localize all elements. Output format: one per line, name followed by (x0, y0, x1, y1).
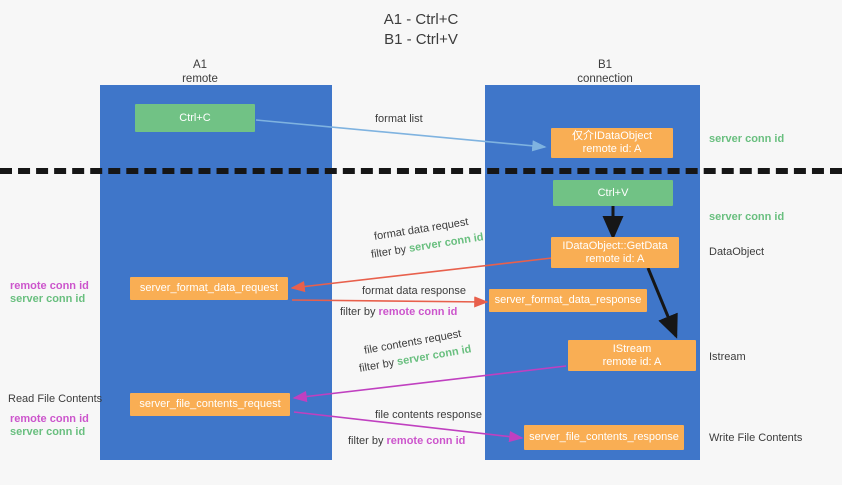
page-title: A1 - Ctrl+C B1 - Ctrl+V (0, 10, 842, 50)
box-idataobject[interactable]: 仅介IDataObject remote id: A (551, 128, 673, 158)
column-header-a1: A1 remote (140, 58, 260, 86)
box-server-file-contents-request[interactable]: server_file_contents_request (130, 393, 290, 416)
box-server-format-data-request[interactable]: server_format_data_request (130, 277, 288, 300)
label-file-contents-response: file contents response (375, 409, 483, 421)
box-server-file-contents-response-label: server_file_contents_response (529, 431, 679, 443)
box-server-file-contents-response[interactable]: server_file_contents_response (524, 425, 684, 450)
annotation-read-file-contents: Read File Contents (8, 393, 103, 405)
filter-prefix: filter by (348, 435, 387, 447)
annotation-remote-conn-id-2: remote conn id (10, 413, 89, 425)
title-line-1: A1 - Ctrl+C (383, 11, 459, 28)
annotation-write-file-contents: Write File Contents (709, 432, 803, 444)
column-b1-name: B1 (597, 59, 613, 71)
box-server-format-data-response-label: server_format_data_response (494, 294, 642, 306)
box-server-format-data-request-label: server_format_data_request (139, 282, 279, 294)
box-server-file-contents-request-label: server_file_contents_request (139, 398, 281, 410)
column-a1-role: remote (182, 73, 218, 85)
box-ctrl-v-label: Ctrl+V (597, 186, 629, 199)
phase-divider (0, 168, 842, 174)
annotation-server-conn-id-top: server conn id (709, 133, 785, 145)
box-getdata-line1: IDataObject::GetData (562, 239, 668, 252)
box-istream-line2: remote id: A (602, 355, 662, 368)
annotation-server-conn-id-1: server conn id (10, 293, 86, 305)
annotation-dataobject: DataObject (709, 246, 765, 258)
box-idataobject-getdata[interactable]: IDataObject::GetData remote id: A (551, 237, 679, 268)
label-format-data-response-filter: filter by remote conn id (340, 305, 457, 319)
box-idataobject-line1: 仅介IDataObject (571, 130, 653, 142)
annotation-server-conn-id-mid: server conn id (709, 211, 785, 223)
label-file-contents-response-filter: filter by remote conn id (348, 434, 465, 448)
box-istream-line1: IStream (612, 342, 652, 355)
box-server-format-data-response[interactable]: server_format_data_response (489, 289, 647, 312)
filter-prefix: filter by (370, 242, 411, 261)
annotation-remote-conn-id-1: remote conn id (10, 280, 89, 292)
filter-value-remote-conn-id: remote conn id (386, 435, 466, 447)
label-format-list: format list (375, 113, 423, 125)
box-getdata-line2: remote id: A (585, 252, 645, 265)
box-ctrl-c[interactable]: Ctrl+C (135, 104, 255, 132)
annotation-server-conn-id-2: server conn id (10, 426, 86, 438)
box-ctrl-v[interactable]: Ctrl+V (553, 180, 673, 206)
column-header-b1: B1 connection (540, 58, 670, 86)
box-istream[interactable]: IStream remote id: A (568, 340, 696, 371)
filter-prefix: filter by (340, 306, 379, 318)
filter-prefix: filter by (358, 356, 399, 375)
annotation-istream: Istream (709, 351, 746, 363)
filter-value-remote-conn-id: remote conn id (378, 306, 458, 318)
title-line-2: B1 - Ctrl+V (384, 31, 458, 48)
box-ctrl-c-label: Ctrl+C (179, 111, 211, 124)
label-format-data-response: format data response (362, 285, 466, 297)
column-b1-role: connection (577, 73, 633, 85)
box-idataobject-line2: remote id: A (582, 143, 642, 155)
column-a1-name: A1 (192, 59, 208, 71)
